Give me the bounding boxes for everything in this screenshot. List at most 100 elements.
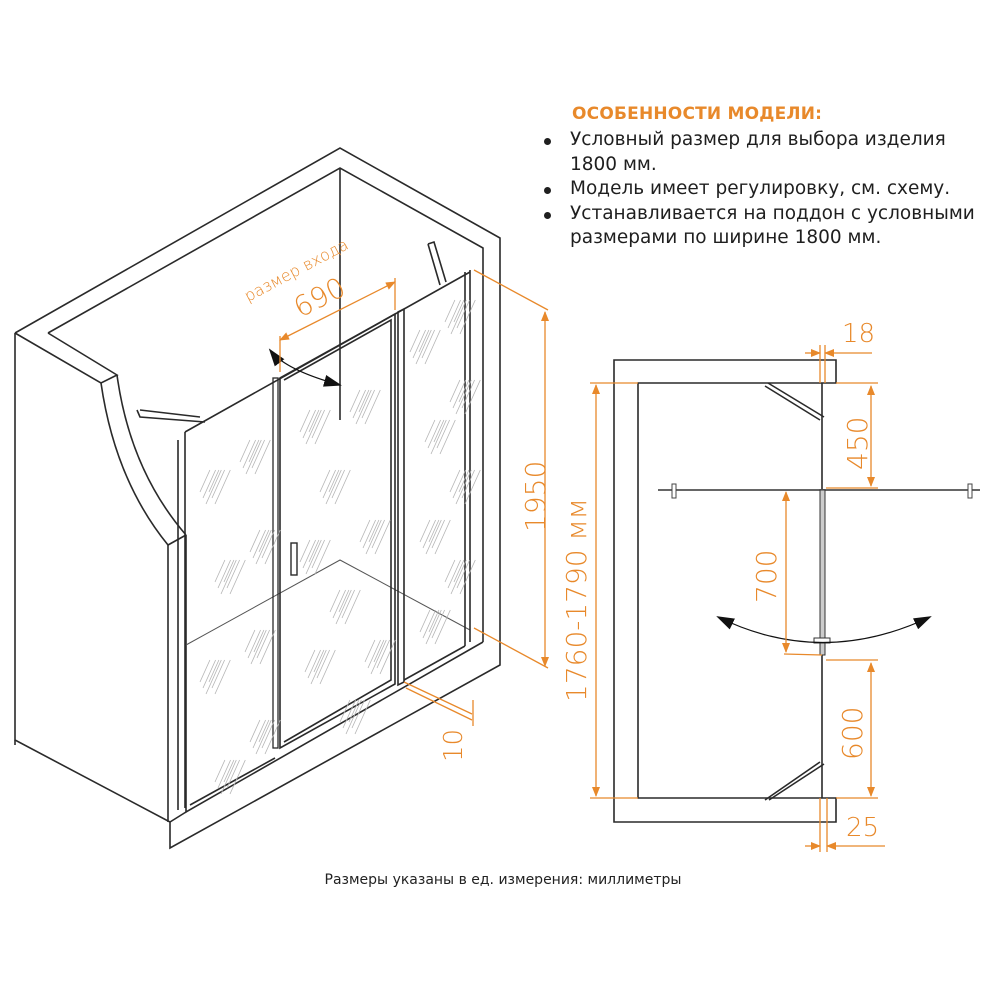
hatch-line — [299, 409, 311, 433]
left-stabilizer-bar — [136, 409, 206, 423]
hatch-line — [439, 419, 456, 455]
hatch-line — [264, 529, 281, 565]
hatch-line — [217, 759, 231, 789]
hatch-line — [313, 649, 325, 673]
bottom-offset-dimension: 25 — [805, 798, 885, 852]
hatch-line — [348, 699, 360, 723]
hatch-line — [455, 379, 472, 415]
hatch-line — [202, 469, 216, 499]
hatch-line — [214, 659, 231, 695]
hatch-line — [345, 699, 362, 735]
hatch-line — [464, 469, 481, 505]
hatch-line — [419, 609, 431, 633]
bottom-offset-label: 25 — [846, 813, 879, 843]
hatch-line — [253, 629, 265, 653]
hatch-line — [247, 629, 261, 659]
hatch-line — [461, 469, 475, 499]
plan-walls — [613, 359, 837, 823]
door-panel — [819, 489, 826, 656]
hatch-line — [308, 539, 320, 563]
bracket-top-dimension: 450 — [826, 382, 878, 489]
units-caption: Размеры указаны в ед. измерения: миллиме… — [324, 872, 682, 888]
hatch-line — [452, 469, 466, 499]
door-swing-arrow — [268, 348, 342, 387]
hatch-line — [252, 719, 266, 749]
hatch-line — [459, 299, 476, 335]
hatch-line — [364, 639, 376, 663]
hatch-line — [302, 539, 316, 569]
hatch-line — [258, 719, 270, 743]
hatch-line — [453, 299, 465, 323]
bracket-bottom-label: 600 — [836, 707, 869, 760]
hatch-line — [453, 559, 465, 583]
hatch-line — [208, 469, 220, 493]
hatch-line — [338, 589, 350, 613]
right-stabilizer-bar — [427, 240, 447, 286]
glass-panels — [136, 240, 481, 810]
hatch-line — [251, 439, 265, 469]
hatch-line — [217, 559, 231, 589]
hatch-line — [255, 719, 272, 755]
hatch-line — [310, 649, 327, 685]
hatch-line — [424, 419, 436, 443]
hatch-line — [425, 519, 442, 555]
hatch-line — [456, 559, 470, 589]
hatch-line — [319, 469, 331, 493]
hatch-line — [264, 719, 281, 755]
hatch-line — [256, 629, 270, 659]
hatch-line — [342, 699, 356, 729]
hatch-line — [412, 329, 426, 359]
hatch-line — [354, 699, 371, 735]
bracket-bottom-dimension: 600 — [826, 659, 878, 799]
hatch-line — [220, 759, 237, 795]
glass-hatching — [199, 299, 481, 795]
hatch-line — [208, 659, 220, 683]
hatch-line — [428, 519, 440, 543]
hatch-line — [314, 539, 331, 575]
hatch-line — [205, 469, 222, 505]
hatch-line — [248, 439, 260, 463]
features-list: Условный размер для выбора изделия 1800 … — [540, 128, 990, 251]
hatch-line — [434, 609, 451, 645]
hatch-line — [214, 759, 226, 783]
top-offset-label: 18 — [842, 319, 875, 349]
hatch-line — [371, 519, 385, 549]
hatch-line — [328, 469, 340, 493]
hatch-line — [450, 559, 467, 595]
hatch-line — [455, 469, 472, 505]
hatch-line — [299, 539, 311, 563]
hatch-line — [202, 659, 216, 689]
door-width-dimension: 700 — [750, 491, 823, 656]
hatch-line — [226, 759, 240, 789]
hatch-line — [449, 469, 461, 493]
hatch-line — [422, 609, 436, 639]
hatch-line — [261, 529, 275, 559]
hatch-line — [349, 389, 361, 413]
hatch-line — [261, 719, 275, 749]
hatch-line — [449, 379, 461, 403]
hatch-line — [223, 559, 235, 583]
hatch-line — [456, 299, 470, 329]
hatch-line — [464, 379, 481, 415]
hatch-line — [325, 469, 342, 505]
hatch-line — [304, 649, 316, 673]
hatch-line — [459, 559, 476, 595]
width-dimension: 1760-1790 мм — [560, 382, 638, 799]
hatch-line — [220, 559, 237, 595]
height-label: 1950 — [519, 461, 552, 532]
gap-dimension: 10 — [403, 681, 474, 762]
hatch-line — [458, 379, 470, 403]
hatch-line — [365, 519, 382, 555]
hatch-line — [450, 299, 467, 335]
hatch-line — [430, 419, 447, 455]
plan-view: 1760-1790 мм 18 450 700 600 25 — [560, 319, 980, 852]
hatch-line — [223, 759, 235, 783]
walls — [14, 147, 501, 850]
feature-item: Устанавливается на поддон с условными ра… — [540, 202, 990, 251]
hatch-line — [434, 519, 451, 555]
hatch-line — [415, 329, 432, 365]
hatch-line — [452, 379, 466, 409]
hatch-line — [314, 409, 331, 445]
hatch-line — [214, 559, 226, 583]
